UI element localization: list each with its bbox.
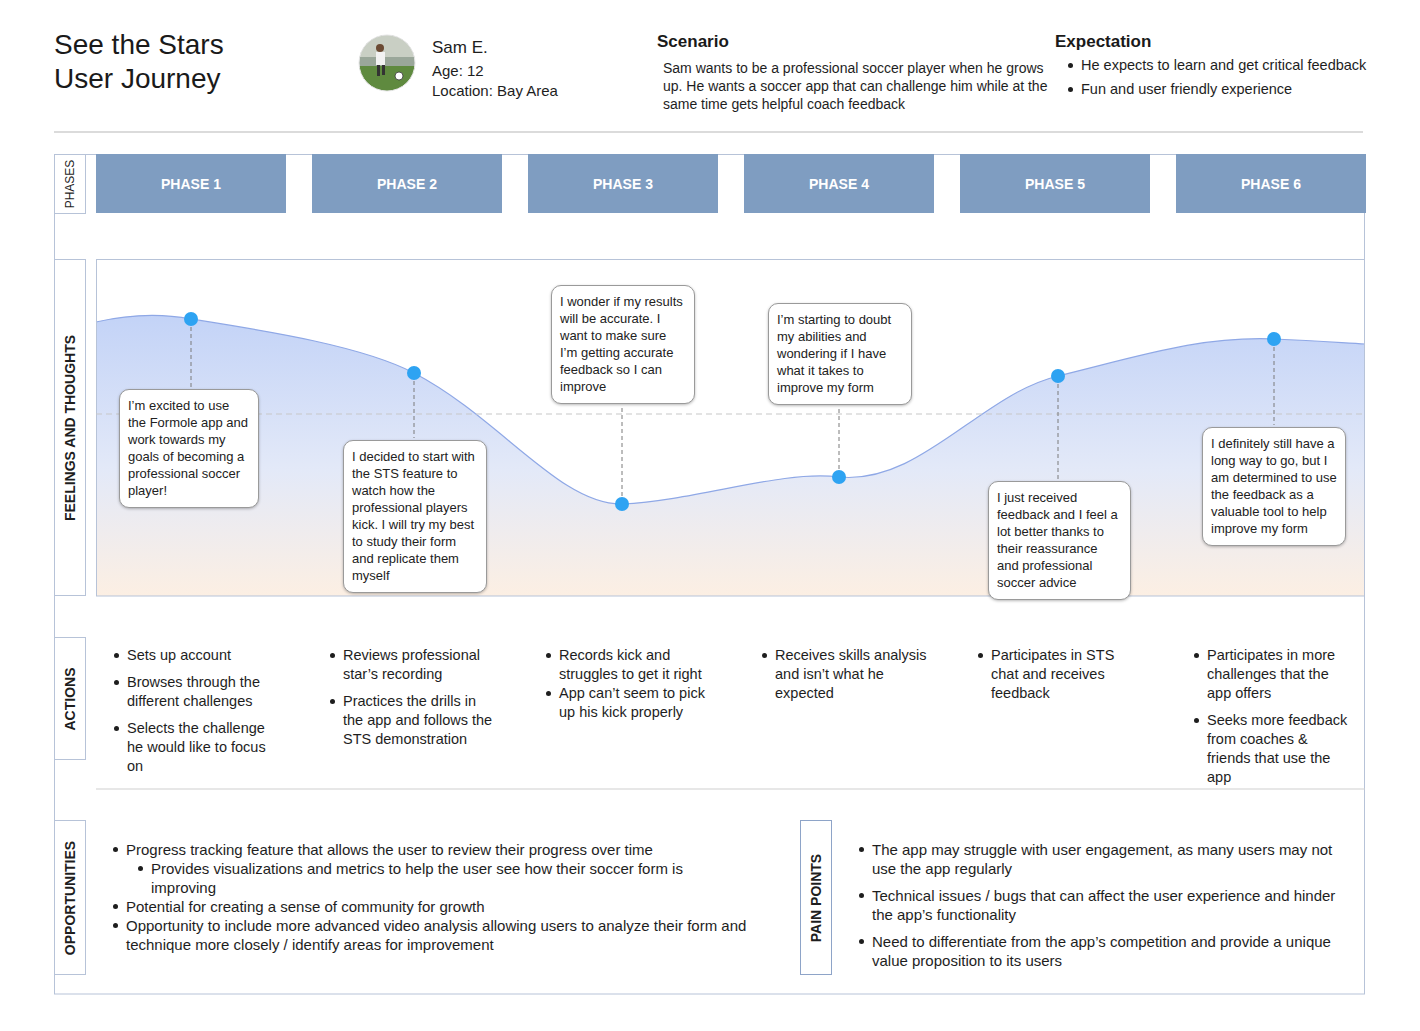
phase-label: PHASE 4: [809, 176, 869, 192]
opportunity-item: Progress tracking feature that allows th…: [110, 840, 750, 859]
persona-location: Location: Bay Area: [432, 81, 558, 100]
pain-point-item: The app may struggle with user engagemen…: [856, 840, 1356, 878]
chart-frame: [97, 260, 1365, 597]
bullet-list: Records kick and struggles to get it rig…: [543, 646, 711, 722]
phase-label: PHASE 5: [1025, 176, 1085, 192]
bullet-list: The app may struggle with user engagemen…: [856, 840, 1356, 970]
action-item: Practices the drills in the app and foll…: [327, 692, 495, 749]
opportunity-item: Opportunity to include more advanced vid…: [110, 916, 750, 954]
section-heading: Expectation: [1055, 31, 1151, 52]
bullet-list: He expects to learn and get critical fee…: [1065, 56, 1410, 99]
phase-box: PHASE 2: [312, 154, 502, 213]
phase-box: PHASE 5: [960, 154, 1150, 213]
bullet-list: Sets up accountBrowses through the diffe…: [111, 646, 279, 776]
bullet-list: Participates in STS chat and receives fe…: [975, 646, 1143, 703]
phase-label: PHASE 3: [593, 176, 653, 192]
bullet-list: Participates in more challenges that the…: [1191, 646, 1351, 787]
neutral-line: [96, 413, 1365, 414]
avatar-photo: [359, 35, 415, 91]
opportunity-item: Provides visualizations and metrics to h…: [135, 859, 750, 897]
thought-bubble: I wonder if my results will be accurate.…: [551, 285, 695, 404]
section-label-box: FEELINGS AND THOUGHTS: [54, 259, 86, 596]
phase-label: PHASE 1: [161, 176, 221, 192]
section-label-box: PHASES: [54, 154, 86, 214]
phase-box: PHASE 3: [528, 154, 718, 213]
bullet-list: Progress tracking feature that allows th…: [110, 840, 750, 954]
action-item: Sets up account: [111, 646, 279, 665]
scenario-text: Sam wants to be a professional soccer pl…: [663, 59, 1051, 113]
section-label: PAIN POINTS: [808, 853, 824, 941]
header-divider: [54, 131, 1363, 133]
journey-title: See the Stars User Journey: [54, 28, 254, 96]
thought-text: I’m excited to use the Formole app and w…: [128, 397, 250, 499]
section-label-box: PAIN POINTS: [800, 820, 832, 975]
pain-point-item: Need to differentiate from the app’s com…: [856, 932, 1356, 970]
thought-bubble: I decided to start with the STS feature …: [343, 440, 487, 593]
phase-label: PHASE 6: [1241, 176, 1301, 192]
emotion-area: [96, 315, 1365, 596]
action-item: App can’t seem to pick up his kick prope…: [543, 684, 711, 722]
persona-age: Age: 12: [432, 61, 484, 80]
phase-box: PHASE 4: [744, 154, 934, 213]
phase-box: PHASE 1: [96, 154, 286, 213]
thought-bubble: I’m starting to doubt my abilities and w…: [768, 303, 912, 405]
pain-point-item: Technical issues / bugs that can affect …: [856, 886, 1356, 924]
section-label-box: OPPORTUNITIES: [54, 820, 86, 975]
emotion-curve: [96, 315, 1365, 504]
thought-bubble: I definitely still have a long way to go…: [1202, 427, 1346, 546]
thought-bubble: I’m excited to use the Formole app and w…: [119, 389, 259, 508]
section-label: FEELINGS AND THOUGHTS: [62, 334, 78, 520]
bullet-list: Receives skills analysis and isn’t what …: [759, 646, 927, 703]
persona-name: Sam E.: [432, 37, 488, 58]
journey-frame: [55, 155, 1365, 995]
thought-text: I just received feedback and I feel a lo…: [997, 489, 1122, 591]
thought-text: I definitely still have a long way to go…: [1211, 435, 1337, 537]
thought-text: I’m starting to doubt my abilities and w…: [777, 311, 903, 396]
expectation-item: He expects to learn and get critical fee…: [1065, 56, 1410, 75]
action-item: Participates in STS chat and receives fe…: [975, 646, 1143, 703]
action-item: Seeks more feedback from coaches & frien…: [1191, 711, 1351, 787]
section-label-box: ACTIONS: [54, 637, 86, 760]
thought-text: I decided to start with the STS feature …: [352, 448, 478, 584]
expectation-item: Fun and user friendly experience: [1065, 80, 1410, 99]
phase-box: PHASE 6: [1176, 154, 1366, 213]
action-item: Selects the challenge he would like to f…: [111, 719, 279, 776]
action-item: Receives skills analysis and isn’t what …: [759, 646, 927, 703]
section-divider: [96, 788, 1365, 789]
thought-bubble: I just received feedback and I feel a lo…: [988, 481, 1131, 600]
phase-label: PHASE 2: [377, 176, 437, 192]
section-label: PHASES: [63, 160, 77, 209]
section-heading: Scenario: [657, 31, 729, 52]
action-item: Reviews professional star’s recording: [327, 646, 495, 684]
action-item: Records kick and struggles to get it rig…: [543, 646, 711, 684]
bullet-list: Reviews professional star’s recordingPra…: [327, 646, 495, 749]
action-item: Browses through the different challenges: [111, 673, 279, 711]
section-label: OPPORTUNITIES: [62, 840, 78, 954]
section-label: ACTIONS: [62, 667, 78, 730]
thought-text: I wonder if my results will be accurate.…: [560, 293, 686, 395]
action-item: Participates in more challenges that the…: [1191, 646, 1351, 703]
opportunity-item: Potential for creating a sense of commun…: [110, 897, 750, 916]
